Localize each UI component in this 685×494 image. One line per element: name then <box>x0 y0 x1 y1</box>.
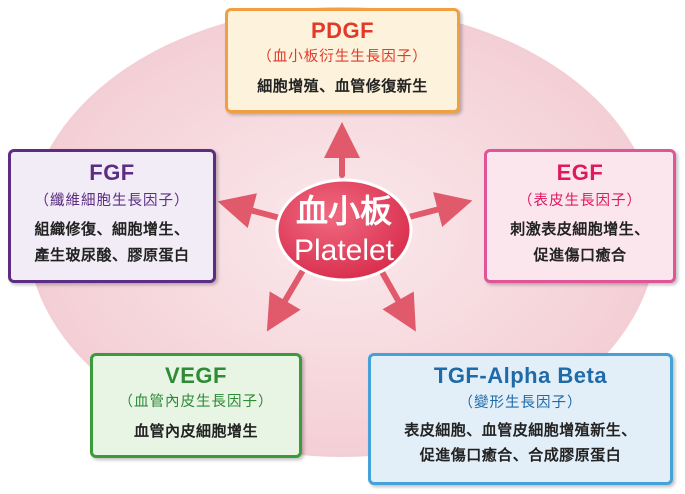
vegf-box: VEGF （血管內皮生長因子） 血管內皮細胞增生 <box>90 353 302 458</box>
tgf-desc-line-1: 表皮細胞、血管皮細胞增殖新生、 <box>404 421 637 439</box>
tgf-title: TGF-Alpha Beta <box>433 363 608 388</box>
egf-desc-line-2: 促進傷口癒合 <box>533 246 627 264</box>
egf-box: EGF （表皮生長因子） 刺激表皮細胞增生、 促進傷口癒合 <box>484 149 676 283</box>
vegf-title: VEGF <box>165 363 227 388</box>
arrow-to-egf <box>402 192 473 227</box>
fgf-box: FGF （纖維細胞生長因子） 組織修復、細胞增生、 產生玻尿酸、膠原蛋白 <box>8 149 216 283</box>
pdgf-box: PDGF （血小板衍生生長因子） 細胞增殖、血管修復新生 <box>225 8 460 113</box>
fgf-desc-line-1: 組織修復、細胞增生、 <box>34 220 190 238</box>
center-platelet-ellipse <box>275 178 413 282</box>
tgf-subtitle: （變形生長因子） <box>458 395 583 411</box>
center-label-english: Platelet <box>294 234 395 267</box>
arrow-to-vegf <box>266 269 305 332</box>
pdgf-desc-line-1: 細胞增殖、血管修復新生 <box>257 77 428 95</box>
arrows <box>217 122 473 332</box>
egf-desc-line-1: 刺激表皮細胞增生、 <box>510 220 650 238</box>
fgf-title: FGF <box>89 160 135 185</box>
egf-subtitle: （表皮生長因子） <box>518 193 642 209</box>
center-label-chinese: 血小板 <box>296 192 392 230</box>
arrow-to-tgf <box>379 269 416 332</box>
pdgf-subtitle: （血小板衍生生長因子） <box>257 49 428 65</box>
pdgf-title: PDGF <box>310 18 375 43</box>
tgf-desc-line-2: 促進傷口癒合、合成膠原蛋白 <box>419 446 622 464</box>
fgf-subtitle: （纖維細胞生長因子） <box>34 193 190 209</box>
vegf-desc-line-1: 血管內皮細胞增生 <box>133 422 258 440</box>
tgf-box: TGF-Alpha Beta （變形生長因子） 表皮細胞、血管皮細胞增殖新生、 … <box>368 353 673 485</box>
vegf-subtitle: （血管內皮生長因子） <box>118 394 274 410</box>
egf-title: EGF <box>556 160 604 185</box>
fgf-desc-line-2: 產生玻尿酸、膠原蛋白 <box>34 246 190 264</box>
arrow-to-fgf <box>217 193 283 229</box>
